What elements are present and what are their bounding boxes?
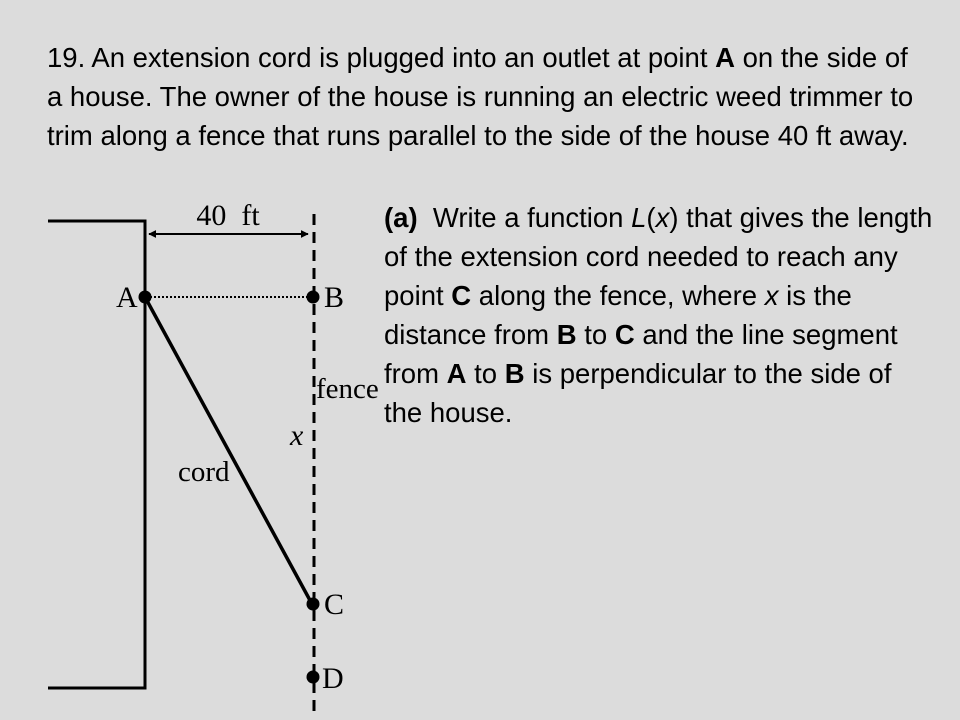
point-c-dot <box>306 597 320 611</box>
function-name: L <box>631 202 647 233</box>
part-a-text: ( <box>646 202 656 233</box>
house-wall <box>48 219 147 690</box>
problem-text-part-1: An extension cord is plugged into an out… <box>91 42 716 73</box>
x-label: x <box>289 419 304 452</box>
distance-label: 40 ft <box>196 199 260 232</box>
point-b-dot <box>306 290 320 304</box>
part-a-statement: (a) Write a function L(x) that gives the… <box>384 198 934 432</box>
problem-statement: 19. An extension cord is plugged into an… <box>47 38 917 155</box>
fence-label: fence <box>316 373 379 405</box>
point-d-dot <box>306 670 320 684</box>
point-c-ref: C <box>451 280 472 311</box>
part-a-label: (a) <box>384 202 418 233</box>
problem-text-part-2: on the side of a house. The owner of the… <box>47 42 914 151</box>
point-a-dot <box>138 290 152 304</box>
point-d-label: D <box>322 662 344 695</box>
part-a-text: along the fence, where <box>471 280 765 311</box>
point-c-label: C <box>324 588 344 621</box>
point-a-label: A <box>116 281 138 314</box>
part-a-text: to <box>466 358 505 389</box>
variable-x: x <box>655 202 670 233</box>
part-a-text: is the distance from <box>384 280 852 350</box>
part-a-text: and the line segment from <box>384 319 898 389</box>
point-b-ref: B <box>504 358 525 389</box>
point-a-ref: A <box>446 358 467 389</box>
part-a-text: ) that gives the length of the extension… <box>384 202 933 311</box>
cord-line <box>143 296 314 605</box>
part-a-text: to <box>576 319 615 350</box>
variable-x: x <box>764 280 779 311</box>
problem-point-a: A <box>715 42 735 73</box>
part-a-text: Write a function <box>432 202 632 233</box>
problem-number: 19. <box>47 42 86 73</box>
cord-label: cord <box>178 456 230 488</box>
point-c-ref: C <box>614 319 635 350</box>
point-b-label: B <box>324 281 344 314</box>
point-b-ref: B <box>556 319 577 350</box>
part-a-text: is perpendicular to the side of the hous… <box>384 358 892 428</box>
